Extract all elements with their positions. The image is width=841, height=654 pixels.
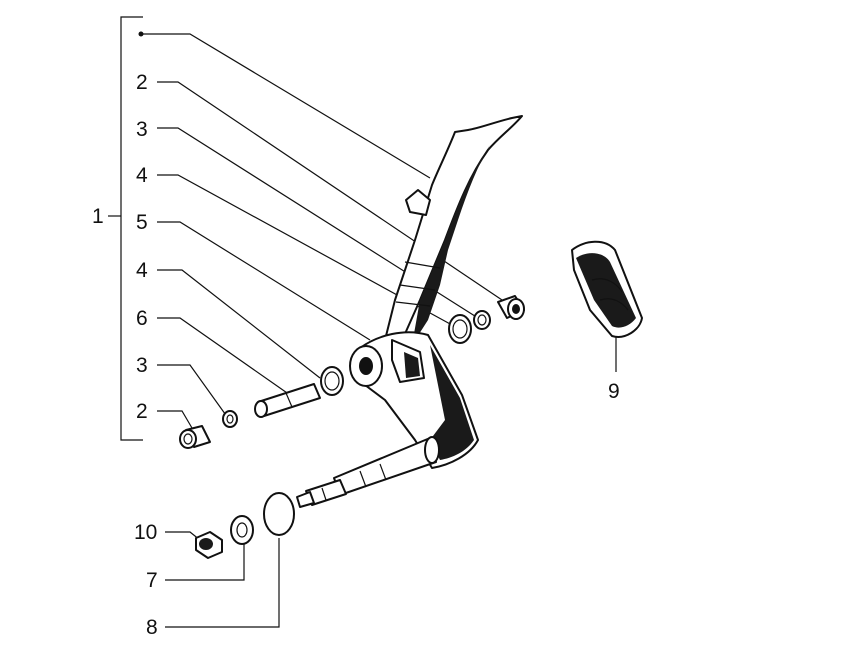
bushing-upper	[497, 295, 525, 320]
callout-labels: 1 2 3 4 5 4 6 3 2 10 7 8 9	[92, 71, 620, 639]
callout-3-top: 3	[136, 118, 148, 141]
callout-7: 7	[146, 569, 158, 592]
callout-2-top: 2	[136, 71, 148, 94]
leader-2-top	[157, 81, 506, 303]
callout-5: 5	[136, 211, 148, 234]
leader-4-mid	[157, 269, 321, 379]
gear-shift-lever	[384, 115, 523, 346]
callout-9: 9	[608, 380, 620, 403]
lever-arm-body	[349, 331, 479, 469]
leader-2-low	[157, 410, 193, 429]
leader-4-top	[157, 174, 453, 326]
leader-7	[165, 540, 245, 581]
leader-3-low	[157, 364, 229, 419]
callout-8: 8	[146, 616, 158, 639]
callout-1: 1	[92, 205, 104, 228]
bushing-lower	[179, 425, 211, 449]
circlip-lower	[222, 410, 238, 428]
callout-6: 6	[136, 307, 148, 330]
leader-5	[157, 221, 371, 341]
pedal-rubber	[571, 240, 643, 338]
leader-3-top	[157, 127, 479, 319]
nut	[195, 531, 223, 559]
pin	[254, 383, 321, 418]
leader-8	[165, 538, 280, 628]
lever-shaft	[296, 436, 440, 508]
leader-1	[141, 33, 431, 179]
leader-6	[157, 317, 291, 396]
shim-washer	[230, 515, 254, 545]
o-ring	[263, 492, 295, 536]
callout-3-low: 3	[136, 354, 148, 377]
washer-upper	[448, 314, 472, 344]
callout-4-mid: 4	[136, 259, 148, 282]
callout-4-top: 4	[136, 164, 148, 187]
leader-10	[165, 531, 201, 541]
circlip-upper	[473, 310, 491, 330]
callout-2-low: 2	[136, 400, 148, 423]
callout-10: 10	[134, 521, 157, 544]
washer-lower	[320, 366, 344, 396]
